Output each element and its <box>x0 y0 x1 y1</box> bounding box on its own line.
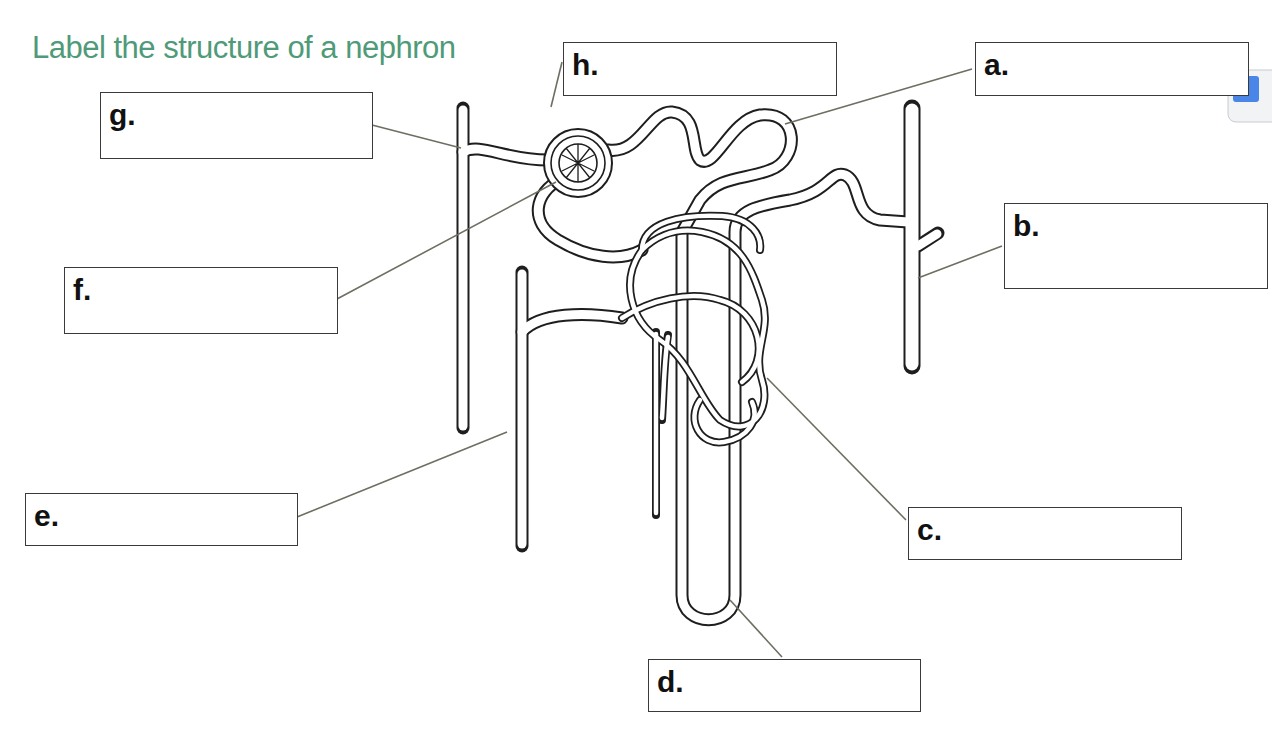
leader-lines <box>297 62 1002 657</box>
answer-box: d. <box>648 659 921 712</box>
answer-box: h. <box>563 42 837 96</box>
label-letter: h. <box>564 43 836 87</box>
label-letter: b. <box>1005 204 1267 248</box>
answer-box: f. <box>64 267 338 334</box>
answer-box: b. <box>1004 203 1268 289</box>
answer-box: a. <box>975 42 1249 96</box>
label-letter: e. <box>26 494 297 538</box>
answer-box: c. <box>908 507 1182 560</box>
capillary-network <box>622 216 765 515</box>
label-letter: g. <box>101 93 372 137</box>
label-letter: c. <box>909 508 1181 552</box>
bowmans-capsule <box>544 129 612 197</box>
answer-box: g. <box>100 92 373 159</box>
tube-outlines <box>463 108 938 620</box>
answer-box: e. <box>25 493 298 546</box>
label-letter: f. <box>65 268 337 312</box>
label-letter: d. <box>649 660 920 704</box>
label-letter: a. <box>976 43 1248 87</box>
worksheet-title: Label the structure of a nephron <box>32 29 455 67</box>
